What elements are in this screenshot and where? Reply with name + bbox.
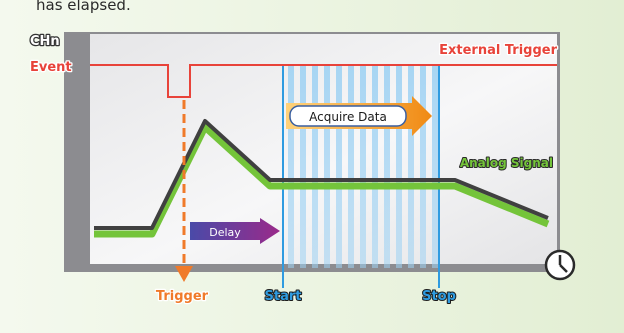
trigger-label: Trigger xyxy=(156,289,209,304)
trigger-dashed-arrow xyxy=(175,100,193,282)
delay-arrow xyxy=(190,218,280,244)
external-trigger-label: External Trigger xyxy=(439,43,557,58)
caption-text: has elapsed. xyxy=(36,0,131,14)
acquire-data-arrow xyxy=(286,96,432,136)
analog-signal-label: Analog Signal xyxy=(460,156,553,170)
event-trigger-line xyxy=(90,64,557,98)
acquisition-window xyxy=(288,64,438,268)
channel-label: CHn xyxy=(30,34,60,49)
stop-label: Stop xyxy=(422,289,456,304)
clock-icon xyxy=(544,249,576,281)
analog-signal-curve xyxy=(94,119,550,238)
event-label: Event xyxy=(30,60,72,75)
acquire-data-label: Acquire Data xyxy=(309,110,387,124)
delay-label: Delay xyxy=(209,226,241,239)
start-label: Start xyxy=(265,289,302,304)
